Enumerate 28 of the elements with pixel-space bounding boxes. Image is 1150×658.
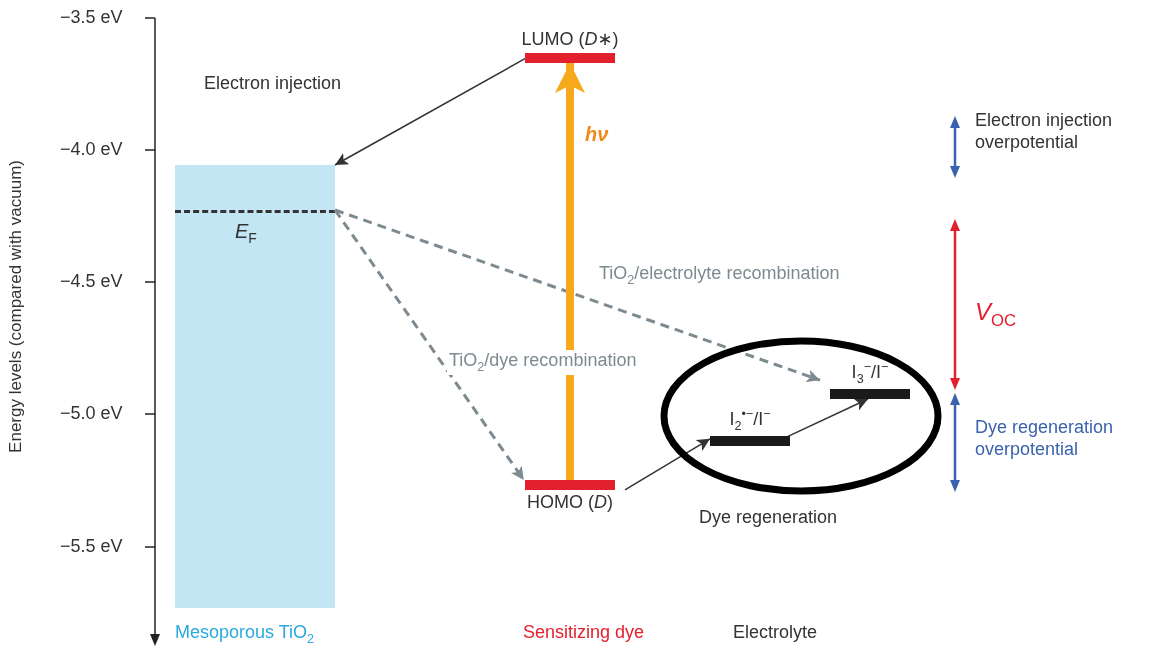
annotation-text: Electron injection overpotential [975, 110, 1114, 154]
axis-title: Energy levels (compared with vacuum) [6, 160, 26, 453]
tick-label: −4.5 eV [60, 271, 123, 293]
column-label: Sensitizing dye [523, 622, 645, 644]
level-label: HOMO (D) [526, 492, 614, 514]
conduction-band-block [175, 165, 335, 608]
tick-label: −5.0 eV [60, 403, 123, 425]
arrow [334, 57, 526, 166]
level-label: I$_{2}$$^{•−}$/I$^{−}$ [728, 406, 772, 434]
fermi-level [175, 210, 335, 242]
level-label: I$_{3}$$^{−}$/I$^{−}$ [850, 359, 890, 387]
arrow [334, 208, 821, 383]
level-label: LUMO (D∗) [520, 28, 620, 51]
arrow [555, 63, 585, 480]
highlight-ellipse [660, 337, 942, 495]
arrow [787, 398, 869, 438]
column-label: Mesoporous TiO$_{2}$ [175, 622, 315, 647]
tick-label: −4.0 eV [60, 139, 123, 161]
tick-label: −3.5 eV [60, 7, 123, 29]
photon-label: hν [584, 122, 610, 146]
level-label: E$_{F}$ [235, 219, 257, 247]
voltage-label: V$_{OC}$ [975, 298, 1017, 331]
tick-label: −5.5 eV [60, 536, 123, 558]
edge-label: TiO$_{2}$/dye recombination [447, 350, 639, 375]
arrow [333, 209, 526, 481]
column-label: Electrolyte [733, 622, 818, 644]
arrow [624, 438, 711, 491]
annotation-text: Dye regeneration overpotential [975, 417, 1115, 461]
